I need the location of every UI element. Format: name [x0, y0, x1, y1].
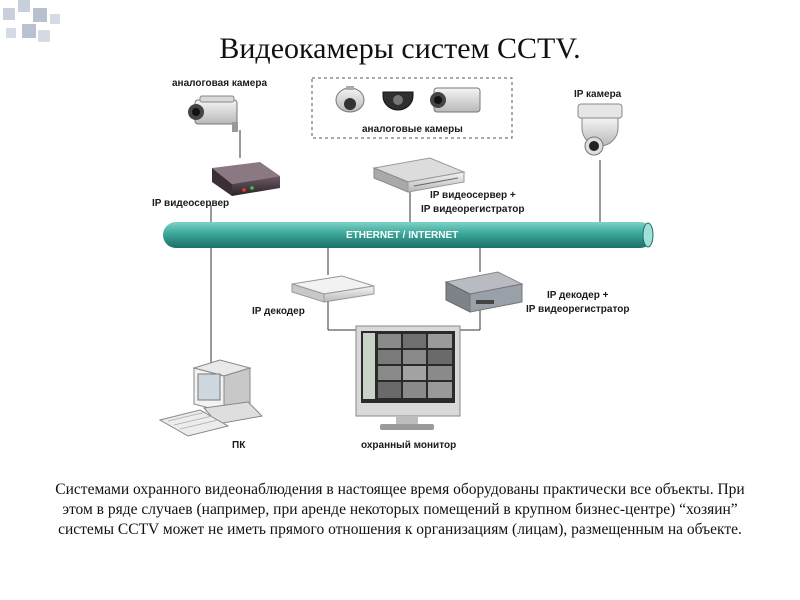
ip-camera-label: IP камера [574, 89, 622, 100]
caption-text: Системами охранного видеонаблюдения в на… [55, 481, 745, 538]
corner-square [22, 24, 36, 38]
ip-videoserver-recorder-label-2: IP видеорегистратор [421, 204, 524, 215]
ip-decoder-recorder-label-2: IP видеорегистратор [526, 304, 629, 315]
corner-square [18, 0, 30, 12]
security-monitor-label: охранный монитор [361, 440, 456, 451]
page-title: Видеокамеры систем CCTV. [219, 32, 581, 65]
corner-square [33, 8, 47, 22]
ip-camera-icon [577, 103, 623, 156]
box-camera-icon [430, 87, 481, 113]
ip-decoder-recorder-label-1: IP декодер + [547, 290, 609, 301]
ip-videoserver-recorder-icon [372, 157, 466, 193]
ceiling-dome-camera-icon [382, 91, 414, 111]
ip-decoder-label: IP декодер [252, 306, 305, 317]
pc-label: ПК [232, 440, 246, 451]
corner-square [6, 28, 16, 38]
ethernet-network-bar [163, 222, 654, 248]
corner-square [50, 14, 60, 24]
ip-videoserver-recorder-label-1: IP видеосервер + [430, 190, 516, 201]
analog-camera-icon [188, 95, 238, 132]
dome-camera-icon [335, 86, 365, 113]
security-monitor-icon [355, 325, 461, 430]
cctv-network-diagram: аналоговая камера аналоговые камеры IP к… [152, 77, 654, 451]
corner-square [3, 8, 15, 20]
analog-cameras-label: аналоговые камеры [362, 124, 463, 135]
ip-videoserver-icon [212, 162, 280, 196]
corner-square [38, 30, 50, 42]
ethernet-label: ETHERNET / INTERNET [346, 230, 458, 241]
ip-videoserver-label: IP видеосервер [152, 198, 229, 209]
analog-cameras-group-box [311, 77, 513, 139]
ip-decoder-icon [291, 275, 375, 303]
pc-icon [158, 359, 264, 437]
ip-decoder-recorder-icon [444, 271, 524, 313]
analog-camera-label: аналоговая камера [172, 78, 267, 89]
